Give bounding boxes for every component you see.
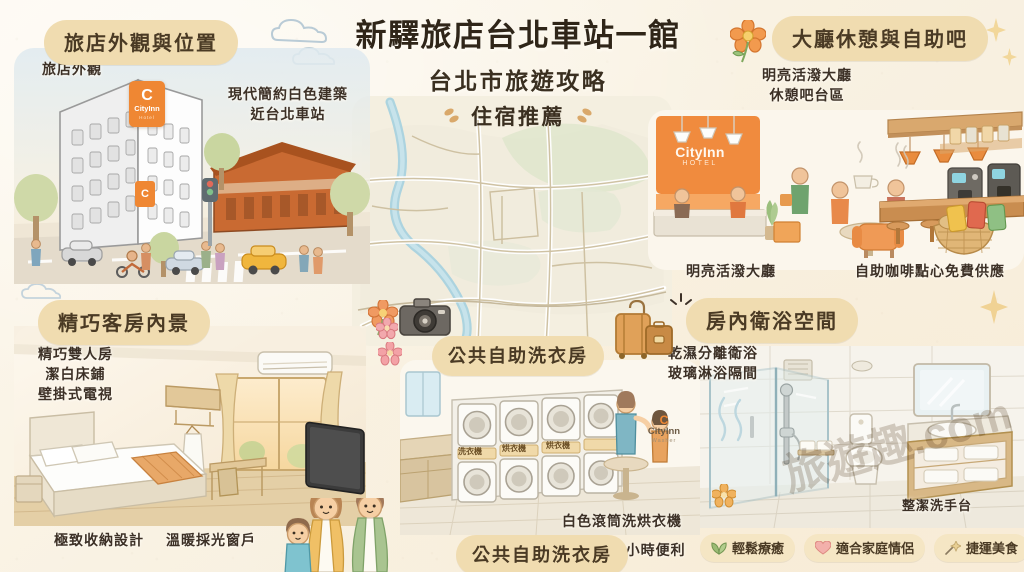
cityinn-lobby-sign-sub: HOTEL — [682, 160, 718, 168]
caption-room-note: 精巧雙人房 潔白床鋪 壁掛式電視 — [38, 345, 113, 405]
badge-family-label: 適合家庭情侶 — [836, 541, 915, 556]
caption-lobby-note-line2: 休憩吧台區 — [769, 86, 845, 103]
suitcase-icon — [615, 300, 673, 359]
steam-icon — [718, 396, 743, 442]
cityinn-lobby-sign-name: CityInn — [675, 143, 725, 160]
caption-bathroom-note-line1: 乾濕分離衛浴 — [668, 345, 758, 361]
laundry-room-illustration — [400, 360, 700, 535]
caption-bathroom-note: 乾濕分離衛浴 玻璃淋浴隔間 — [668, 344, 758, 384]
poster-headline: 新驛旅店台北車站一館 台北市旅遊攻略 住宿推薦 — [316, 10, 720, 131]
pill-laundry-title-top: 公共自助洗衣房 — [432, 336, 604, 376]
pill-room-title: 精巧客房內景 — [38, 300, 210, 345]
caption-lobby-note: 明亮活潑大廳 休憩吧台區 — [762, 66, 852, 106]
machine-label-washer: 洗衣機 — [458, 447, 482, 456]
camera-icon — [399, 298, 451, 336]
page-subtitle: 台北市旅遊攻略 — [428, 68, 608, 94]
cityinn-logo-mark-small: C — [141, 188, 149, 200]
pill-laundry-title-bottom: 公共自助洗衣房 — [456, 535, 628, 572]
pill-bathroom-title: 房內衛浴空間 — [686, 298, 858, 343]
badge-relax[interactable]: 輕鬆療癒 — [700, 534, 796, 562]
caption-lobby-right: 自助咖啡點心免費供應 — [855, 263, 1005, 279]
caption-exterior-note-line1: 現代簡約白色建築 — [228, 86, 348, 102]
page-subtitle-secondary: 住宿推薦 — [316, 101, 720, 131]
washer-label-group: 洗衣機 烘衣機 烘衣機 — [452, 422, 652, 456]
cityinn-hotel-logo-sign-lower: C — [135, 181, 155, 207]
leaf-sprig-icon — [444, 108, 459, 123]
pill-exterior-title: 旅店外觀與位置 — [44, 20, 238, 65]
sparkle-icon — [670, 293, 692, 305]
taipei-map-illustration — [352, 96, 672, 346]
hotel-exterior-illustration — [14, 48, 370, 284]
caption-room-note-line2: 潔白床鋪 — [45, 365, 106, 382]
badge-metro-food[interactable]: 捷運美食 — [934, 534, 1024, 562]
caption-room-note-line1: 精巧雙人房 — [38, 346, 113, 362]
caption-room-window: 溫暖採光窗戶 — [166, 532, 256, 548]
flower-icon — [712, 484, 736, 508]
lobby-illustration — [648, 110, 1024, 270]
caption-lobby-left: 明亮活潑大廳 — [686, 263, 776, 279]
cityinn-hotel-logo-sign: C CityInn Hotel — [129, 81, 165, 127]
feature-badges: 輕鬆療癒 適合家庭情侶 捷運美食 — [700, 534, 1024, 562]
cloud-icon — [270, 18, 328, 44]
caption-exterior-note-line2: 近台北車站 — [250, 105, 326, 122]
page-subtitle-secondary-text: 住宿推薦 — [471, 106, 565, 129]
sparkle-icon — [980, 290, 1008, 324]
caption-bathroom-note-line2: 玻璃淋浴隔間 — [668, 364, 758, 381]
caption-bathroom-sink: 整潔洗手台 — [902, 498, 973, 513]
badge-family[interactable]: 適合家庭情侶 — [804, 534, 926, 562]
heart-icon — [815, 540, 832, 555]
guest-room-illustration — [14, 326, 366, 526]
flower-icon — [730, 20, 766, 63]
sparkle-icon — [1002, 48, 1017, 66]
shooting-star-icon — [945, 540, 962, 555]
bathroom-illustration — [700, 346, 1024, 528]
cloud-icon — [21, 283, 62, 299]
sparkle-icon — [986, 18, 1006, 42]
page-title: 新驛旅店台北車站一館 — [355, 18, 681, 53]
flower-icon — [378, 342, 402, 366]
cityinn-logo-name: CityInn — [134, 104, 160, 113]
family-illustration — [284, 498, 389, 572]
cityinn-lobby-sign: CityInn HOTEL — [668, 142, 732, 172]
caption-exterior-note: 現代簡約白色建築 近台北車站 — [228, 85, 348, 125]
leaf-sprig-icon — [577, 108, 592, 123]
badge-relax-label: 輕鬆療癒 — [732, 541, 785, 556]
leaf-icon — [711, 541, 727, 555]
machine-label-dryer-1: 烘衣機 — [502, 444, 526, 453]
cityinn-logo-mark: C — [141, 87, 153, 104]
caption-laundry-machines: 白色滾筒洗烘衣機 — [562, 513, 682, 529]
cityinn-washer-sub: Washer — [651, 437, 677, 444]
cityinn-washer-name: CityInn — [647, 425, 681, 437]
cityinn-logo-sub: Hotel — [139, 114, 155, 120]
badge-metro-food-label: 捷運美食 — [966, 541, 1019, 556]
flower-icon — [376, 318, 398, 340]
caption-lobby-note-line1: 明亮活潑大廳 — [762, 67, 852, 83]
caption-room-storage: 極致收納設計 — [54, 532, 144, 548]
caption-exterior-label: 旅店外觀 — [42, 61, 102, 77]
cityinn-washer-sign: C CityInn Washer — [636, 412, 692, 446]
caption-room-note-line3: 壁掛式電視 — [38, 385, 113, 402]
pill-lobby-title: 大廳休憩與自助吧 — [772, 16, 988, 61]
machine-label-dryer-2: 烘衣機 — [546, 441, 570, 450]
cityinn-washer-mark: C — [659, 412, 669, 427]
